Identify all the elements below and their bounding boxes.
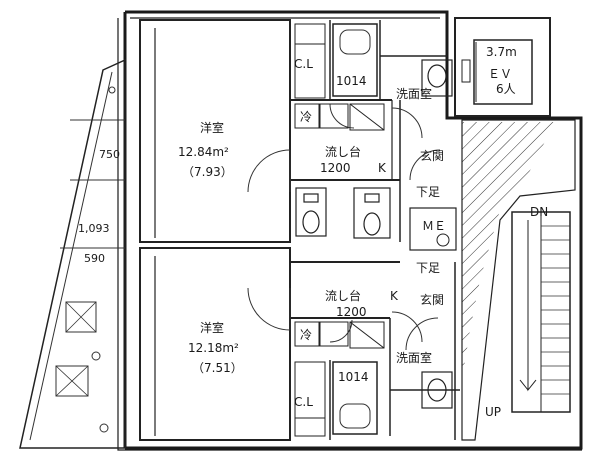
elevator: 3.7m ＥＶ 6人	[454, 17, 551, 117]
meter-box: ＭＥ	[409, 207, 457, 251]
bottom-bath	[332, 361, 378, 435]
bottom-room-label: 洋室	[200, 320, 224, 335]
top-closet-label: C.L	[294, 57, 313, 71]
top-room-tatami: （7.93）	[182, 165, 233, 179]
closet-marks	[294, 23, 326, 437]
bottom-fridge-label: 冷	[300, 328, 312, 342]
common-corridor	[461, 119, 576, 441]
top-shoe-label: 下足	[416, 185, 440, 199]
bottom-shoe-label: 下足	[416, 261, 440, 275]
top-entrance-label: 玄関	[420, 148, 444, 163]
bottom-kitchen-k: K	[390, 289, 399, 303]
top-room-area: 12.84m²	[178, 145, 229, 159]
bottom-kitchen-label: 流し台	[325, 288, 361, 303]
top-bath	[332, 23, 378, 97]
dim-590-label: 590	[84, 252, 105, 265]
stair-treads	[541, 225, 570, 395]
ev-capacity-label: 6人	[496, 82, 516, 96]
dim-750-label: 750	[99, 148, 120, 161]
top-unit-labels: 洋室 12.84m² （7.93） 流し台 1200 K 1014 洗面室 C.…	[178, 57, 444, 199]
staircase: DN UP	[485, 205, 571, 419]
bottom-room-area: 12.18m²	[188, 341, 239, 355]
top-fridge-label: 冷	[300, 110, 312, 124]
bottom-bath-size: 1014	[338, 370, 369, 384]
top-kitchen-k: K	[378, 161, 387, 175]
bottom-unit-walls	[139, 247, 460, 441]
ev-label: ＥＶ	[488, 67, 512, 81]
bottom-closet-label: C.L	[294, 395, 313, 409]
washbasin-icon	[421, 59, 453, 409]
bottom-kitchen-size: 1200	[336, 305, 367, 319]
top-kitchen-label: 流し台	[325, 144, 361, 159]
bottom-room-tatami: （7.51）	[192, 361, 243, 375]
meter-label: ＭＥ	[422, 219, 446, 233]
bottom-entrance-label: 玄関	[420, 292, 444, 307]
stair-dn-label: DN	[530, 205, 548, 219]
bottom-unit-labels: 洋室 12.18m² （7.51） 流し台 1200 K 1014 洗面室 C.…	[188, 261, 444, 409]
exterior-slope: 750 1,093 590	[19, 58, 126, 449]
top-kitchen-size: 1200	[320, 161, 351, 175]
top-unit-walls	[139, 19, 447, 243]
top-room-label: 洋室	[200, 120, 224, 135]
ev-size-label: 3.7m	[486, 45, 517, 59]
dim-1093-label: 1,093	[78, 222, 110, 235]
door-swings	[247, 103, 441, 351]
top-bath-size: 1014	[336, 74, 367, 88]
kitchen-fixtures	[294, 103, 385, 349]
toilet-icon	[295, 187, 391, 239]
bottom-washroom-label: 洗面室	[396, 350, 432, 365]
top-washroom-label: 洗面室	[396, 86, 432, 101]
stair-up-label: UP	[485, 405, 501, 419]
